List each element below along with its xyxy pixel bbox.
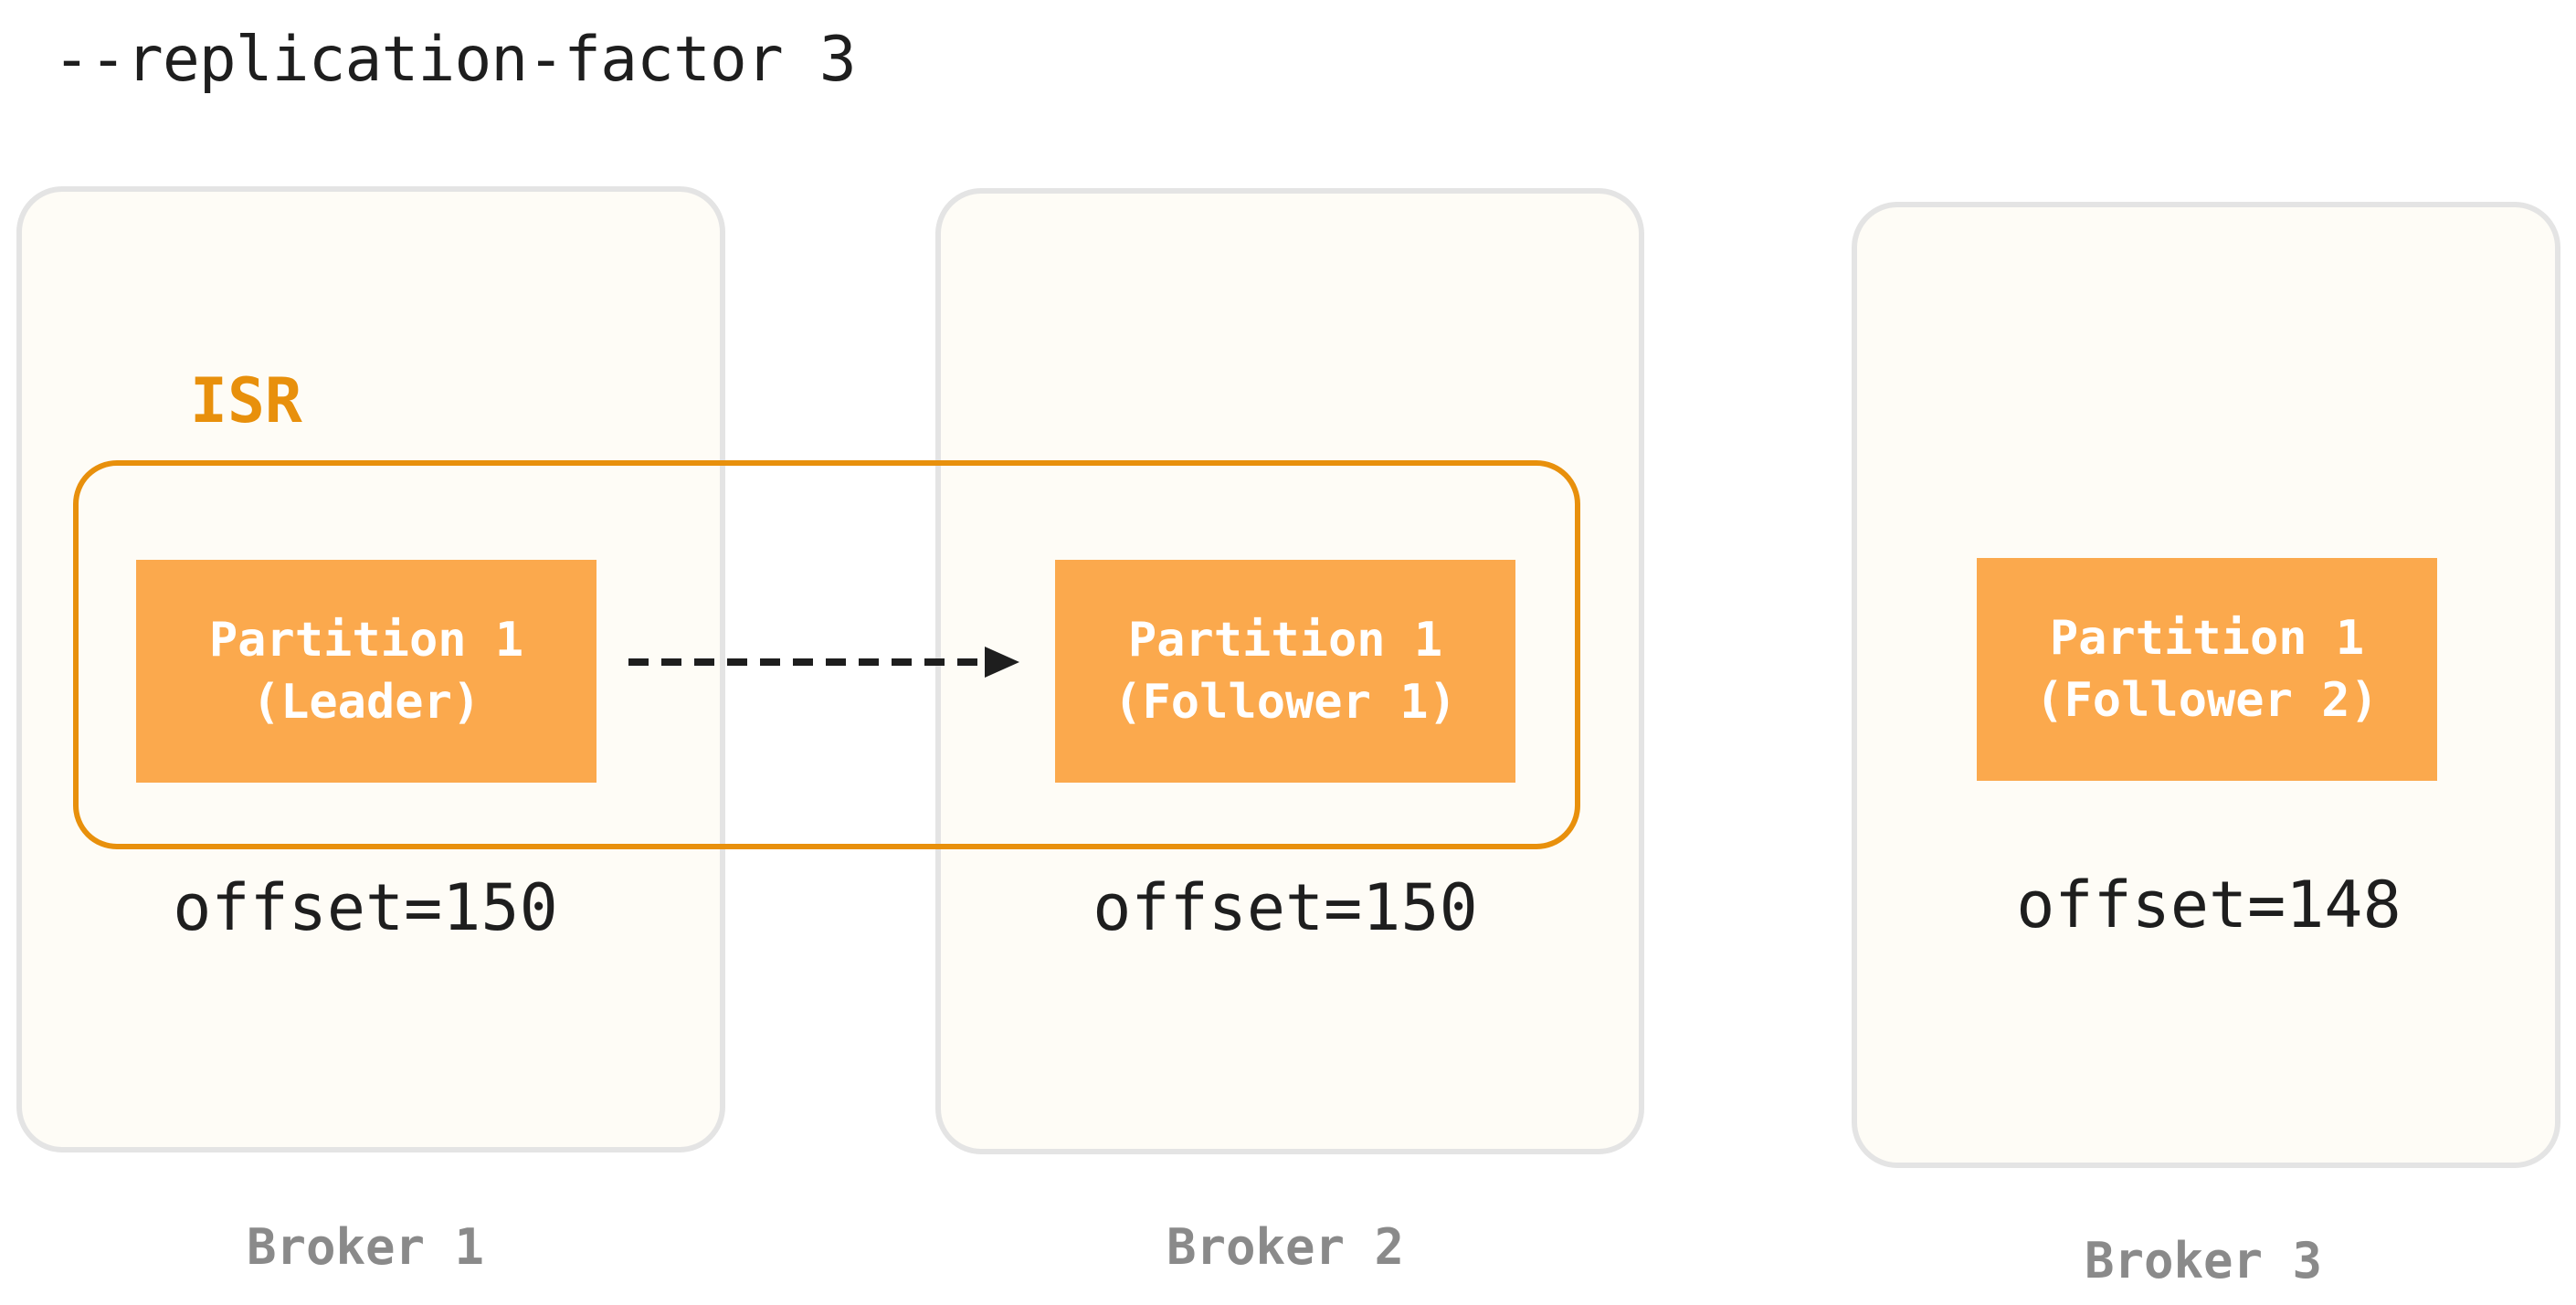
diagram-title: --replication-factor 3 [53,24,857,96]
replication-arrow [628,647,1019,678]
broker-3-offset: offset=148 [2016,868,2402,942]
replication-arrow-head [985,647,1019,678]
broker-1-offset: offset=150 [173,870,558,945]
partition-leader-role: (Leader) [251,675,481,730]
partition-follower-1-role: (Follower 1) [1114,675,1457,730]
broker-2-offset: offset=150 [1093,870,1478,945]
broker-1-label: Broker 1 [246,1218,485,1276]
partition-follower-1-title: Partition 1 [1127,613,1443,668]
isr-group-box [73,460,1580,849]
partition-leader-title: Partition 1 [208,613,524,668]
broker-2-label: Broker 2 [1166,1218,1405,1276]
partition-follower-2-role: (Follower 2) [2035,673,2379,728]
broker-3-label: Broker 3 [2084,1232,2323,1289]
isr-label: ISR [190,365,302,437]
partition-leader: Partition 1 (Leader) [136,560,596,783]
partition-follower-1: Partition 1 (Follower 1) [1055,560,1515,783]
partition-follower-2: Partition 1 (Follower 2) [1977,558,2437,781]
partition-follower-2-title: Partition 1 [2049,611,2365,666]
